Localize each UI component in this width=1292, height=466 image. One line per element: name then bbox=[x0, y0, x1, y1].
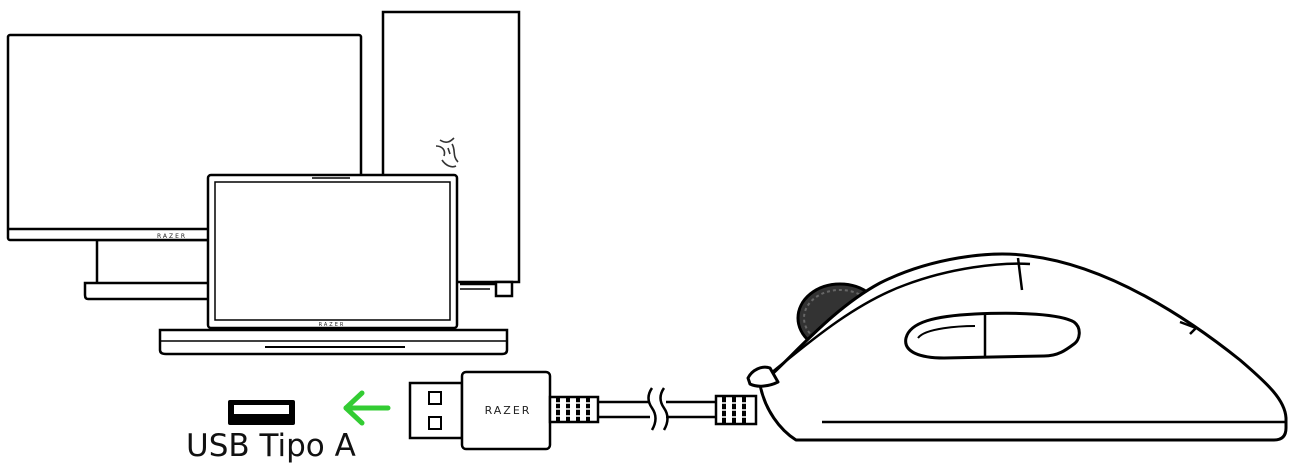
cable-brand-text: RAZER bbox=[485, 404, 532, 417]
laptop-icon bbox=[158, 173, 509, 356]
laptop-brand-text: RAZER bbox=[319, 322, 346, 328]
usb-cable-icon bbox=[408, 370, 758, 451]
arrow-left-icon bbox=[343, 390, 391, 426]
usb-type-a-label: USB Tipo A bbox=[186, 428, 356, 464]
razer-snake-logo-icon bbox=[435, 137, 459, 168]
monitor-brand-text: RAZER bbox=[157, 233, 187, 240]
usb-port-icon bbox=[228, 400, 295, 425]
mouse-icon bbox=[746, 252, 1288, 442]
